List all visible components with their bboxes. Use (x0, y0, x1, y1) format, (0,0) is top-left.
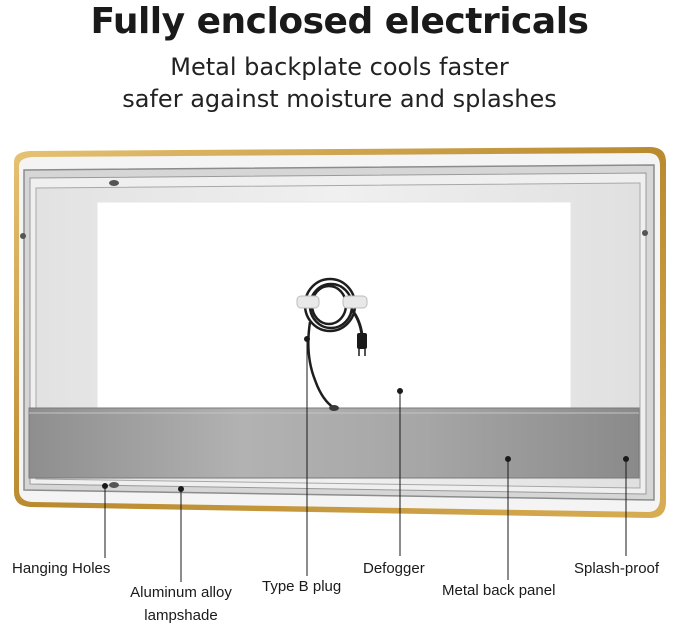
callout-leaders (102, 336, 629, 582)
cord-ties (296, 295, 368, 309)
cord-grommet (329, 405, 339, 411)
defogger-pad (96, 201, 572, 413)
callout-hanging-holes: Hanging Holes (12, 560, 111, 577)
callout-metal-back-panel: Metal back panel (442, 582, 556, 599)
callout-type-b-plug: Type B plug (262, 578, 342, 595)
page-title: Fully enclosed electricals (90, 1, 589, 42)
hanging-hole-icon (20, 180, 648, 488)
callout-splash-proof: Splash-proof (574, 560, 660, 577)
subtitle-line-2: safer against moisture and splashes (122, 85, 557, 113)
callout-aluminum-line2: lampshade (144, 607, 218, 624)
callout-aluminum-line1: Aluminum alloy (130, 584, 232, 601)
type-b-plug-icon (357, 333, 367, 356)
metal-back-panel (28, 407, 640, 479)
callout-defogger: Defogger (363, 560, 425, 577)
subtitle-line-1: Metal backplate cools faster (170, 53, 509, 81)
